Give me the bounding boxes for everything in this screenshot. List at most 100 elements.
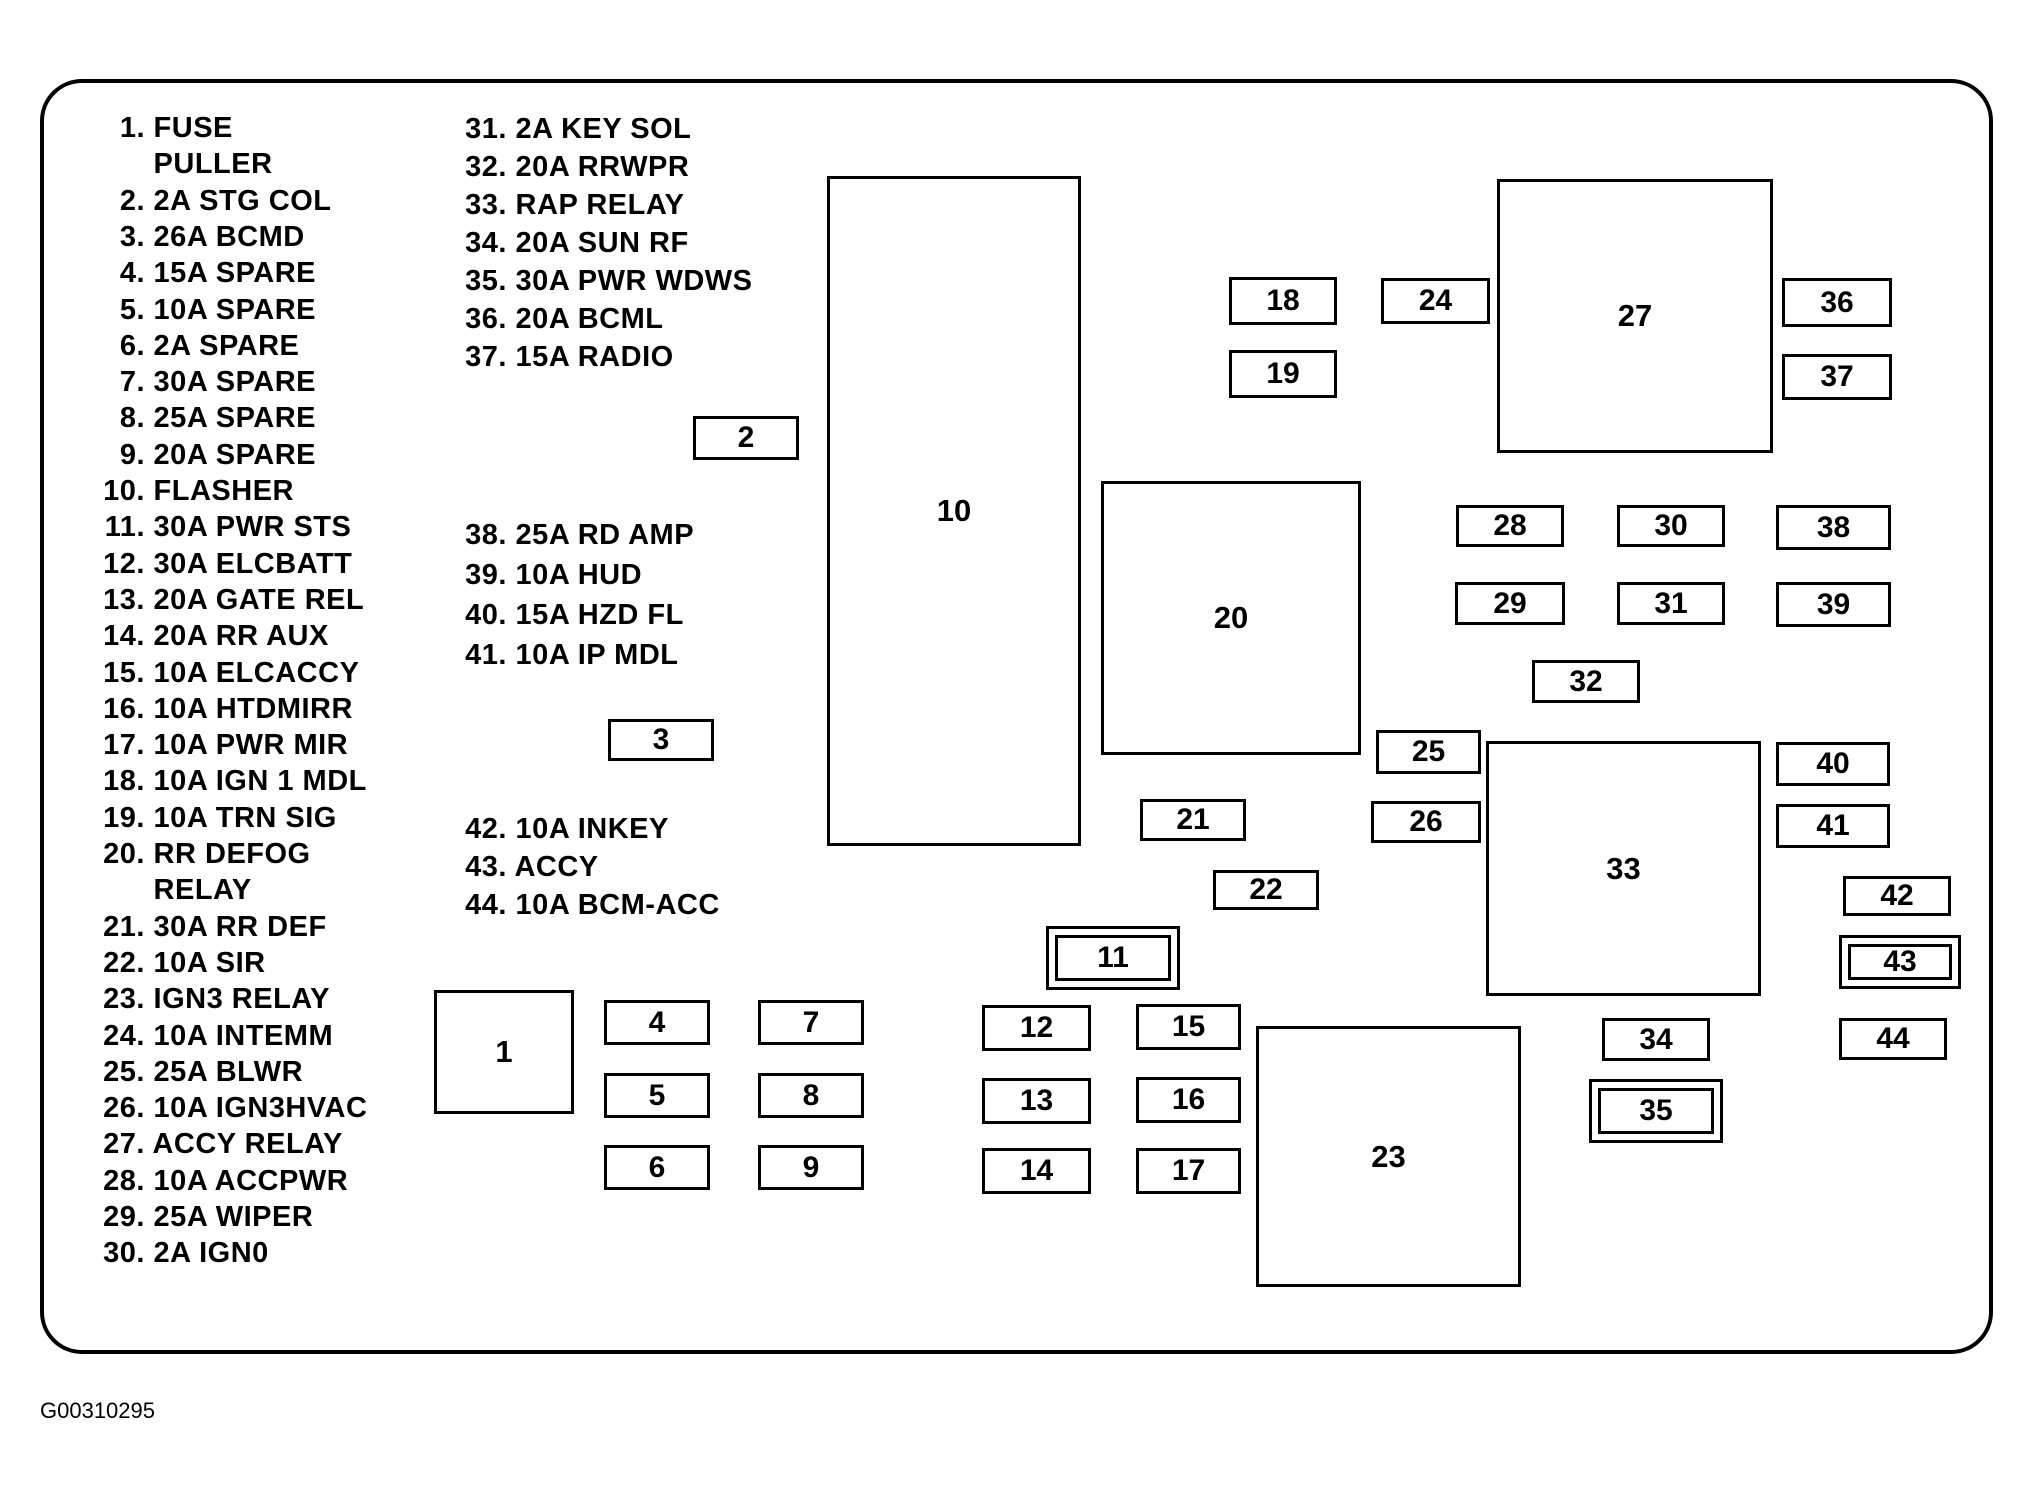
component-37: 37 xyxy=(1782,354,1892,400)
legend-entry: 22. 10A SIR xyxy=(47,947,266,980)
component-41: 41 xyxy=(1776,804,1890,848)
legend-entry: 34. 20A SUN RF xyxy=(432,227,689,260)
legend-text: 20A SPARE xyxy=(145,438,316,471)
legend-number: 12. xyxy=(103,547,145,580)
component-12: 12 xyxy=(982,1005,1091,1051)
legend-text: PULLER xyxy=(145,148,273,181)
legend-text: ACCY RELAY xyxy=(145,1128,343,1161)
legend-entry: 4. 15A SPARE xyxy=(47,257,316,290)
legend-number: 29. xyxy=(103,1201,145,1233)
legend-entry: RELAY xyxy=(47,874,252,907)
figure-id: G00310295 xyxy=(40,1398,155,1423)
legend-number: 44. xyxy=(465,889,507,921)
legend-number: 5. xyxy=(119,293,145,326)
component-label: 29 xyxy=(1493,586,1527,620)
legend-entry: PULLER xyxy=(47,148,273,181)
legend-text: 30A PWR WDWS xyxy=(507,265,753,297)
legend-entry: 16. 10A HTDMIRR xyxy=(47,693,353,726)
component-9: 9 xyxy=(758,1145,864,1190)
component-3: 3 xyxy=(608,719,714,761)
component-20: 20 xyxy=(1101,481,1361,755)
legend-number: 10. xyxy=(103,475,145,507)
component-label: 34 xyxy=(1639,1022,1673,1056)
legend-number: 16. xyxy=(103,692,145,725)
legend-text: RR DEFOG xyxy=(145,838,311,870)
component-label: 33 xyxy=(1606,850,1641,886)
legend-text: 10A INTEMM xyxy=(145,1019,334,1052)
legend-number: 41. xyxy=(465,639,507,671)
legend-entry: 21. 30A RR DEF xyxy=(47,911,327,944)
component-label: 6 xyxy=(648,1150,666,1184)
legend-entry: 41. 10A IP MDL xyxy=(432,639,679,672)
component-label: 31 xyxy=(1654,586,1688,620)
legend-text: 30A RR DEF xyxy=(145,910,327,943)
legend-entry: 26. 10A IGN3HVAC xyxy=(47,1092,367,1125)
legend-text: FUSE xyxy=(145,112,233,144)
component-label: 27 xyxy=(1617,298,1653,333)
legend-entry: 30. 2A IGN0 xyxy=(47,1237,269,1270)
component-13: 13 xyxy=(982,1078,1091,1124)
component-inner-frame: 35 xyxy=(1598,1088,1714,1134)
legend-text: 25A RD AMP xyxy=(507,519,695,551)
component-label: 12 xyxy=(1019,1011,1054,1044)
component-label: 10 xyxy=(936,493,972,528)
legend-number: 43. xyxy=(465,851,507,883)
component-34: 34 xyxy=(1602,1018,1710,1061)
legend-text: 20A SUN RF xyxy=(507,227,689,259)
legend-text: 10A IGN3HVAC xyxy=(145,1092,368,1125)
legend-entry: 33. RAP RELAY xyxy=(432,189,684,222)
legend-entry: 37. 15A RADIO xyxy=(432,341,674,374)
component-6: 6 xyxy=(604,1145,710,1190)
legend-number: 28. xyxy=(103,1164,145,1197)
component-27: 27 xyxy=(1497,179,1773,453)
legend-number: 25. xyxy=(103,1055,145,1088)
component-inner-frame: 11 xyxy=(1055,935,1171,981)
legend-entry: 27. ACCY RELAY xyxy=(47,1128,343,1161)
legend-text: 30A SPARE xyxy=(145,366,316,399)
legend-entry: 38. 25A RD AMP xyxy=(432,519,694,552)
legend-number: 4. xyxy=(119,257,145,290)
legend-entry: 18. 10A IGN 1 MDL xyxy=(47,765,367,798)
component-42: 42 xyxy=(1843,876,1951,916)
legend-entry: 7. 30A SPARE xyxy=(47,366,316,399)
legend-text: 10A SPARE xyxy=(145,293,316,326)
component-inner-frame: 43 xyxy=(1848,944,1952,980)
component-4: 4 xyxy=(604,1000,710,1045)
component-label: 18 xyxy=(1266,284,1300,317)
legend-number: 6. xyxy=(119,329,145,362)
component-label: 17 xyxy=(1171,1154,1206,1187)
legend-entry: 1. FUSE xyxy=(47,112,233,145)
legend-number: 30. xyxy=(103,1237,145,1270)
component-30: 30 xyxy=(1617,505,1725,547)
component-label: 5 xyxy=(648,1078,666,1112)
component-label: 16 xyxy=(1171,1083,1206,1116)
component-36: 36 xyxy=(1782,278,1892,327)
legend-number: 36. xyxy=(465,303,507,335)
legend-text: 20A RR AUX xyxy=(145,620,329,653)
legend-entry: 25. 25A BLWR xyxy=(47,1056,303,1089)
legend-entry: 10. FLASHER xyxy=(47,475,294,508)
legend-number: 24. xyxy=(103,1019,145,1052)
legend-text: 25A SPARE xyxy=(145,402,316,435)
legend-entry: 15. 10A ELCACCY xyxy=(47,657,359,690)
component-label: 21 xyxy=(1176,803,1210,836)
legend-number: 38. xyxy=(465,519,507,551)
legend-text: 20A GATE REL xyxy=(145,583,365,616)
legend-entry: 12. 30A ELCBATT xyxy=(47,548,352,581)
legend-entry: 3. 26A BCMD xyxy=(47,221,305,254)
legend-number: 18. xyxy=(103,765,145,798)
component-19: 19 xyxy=(1229,350,1337,398)
component-23: 23 xyxy=(1256,1026,1521,1287)
legend-text: 2A IGN0 xyxy=(145,1237,269,1270)
legend-number: 42. xyxy=(465,813,507,845)
component-39: 39 xyxy=(1776,582,1891,627)
component-label: 44 xyxy=(1876,1022,1910,1055)
component-40: 40 xyxy=(1776,742,1890,786)
legend-entry: 42. 10A INKEY xyxy=(432,813,669,846)
fuse-panel-outline xyxy=(40,79,1993,1354)
legend-number: 22. xyxy=(103,946,145,979)
component-label: 25 xyxy=(1411,735,1446,768)
legend-text: 26A BCMD xyxy=(145,220,305,253)
legend-text: 20A BCML xyxy=(507,303,664,335)
legend-number: 40. xyxy=(465,599,507,631)
